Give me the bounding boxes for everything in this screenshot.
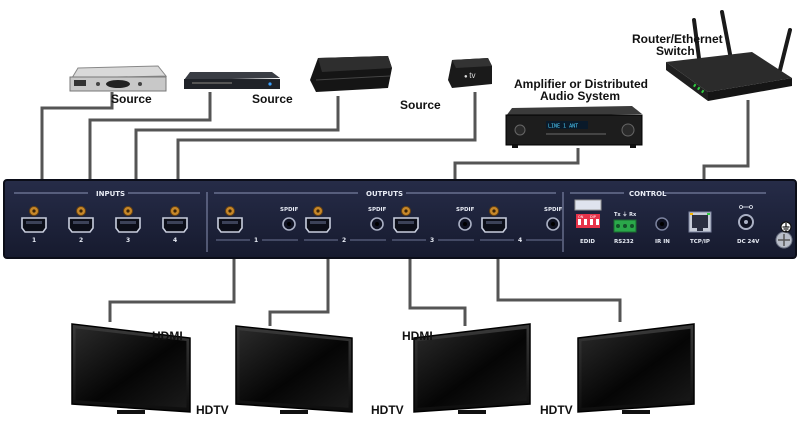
- spdif-jack-1[interactable]: [282, 217, 296, 231]
- ir-in-label: IR IN: [655, 239, 670, 245]
- cable-amplifier: [453, 148, 580, 182]
- amplifier-device: LINE 1 ANT: [505, 106, 643, 148]
- control-section-title: CONTROL: [629, 190, 667, 198]
- spdif-jack-3[interactable]: [458, 217, 472, 231]
- output-hdmi-port-4[interactable]: [481, 206, 507, 233]
- spdif-jack-4[interactable]: [546, 217, 560, 231]
- dc-label: DC 24V: [737, 239, 760, 245]
- spdif-label-4: SPDIF: [544, 207, 563, 213]
- input-hdmi-port-3[interactable]: [115, 206, 141, 233]
- hdtv-label-2: HDTV: [371, 403, 404, 417]
- output-hdmi-port-1[interactable]: [217, 206, 243, 233]
- tcpip-port[interactable]: [688, 211, 712, 233]
- ground-screw-icon: [775, 231, 793, 249]
- input-hdmi-port-4-number: 4: [173, 237, 177, 244]
- cable-output-4: [496, 254, 622, 322]
- hdmi-label-1: HDMI: [152, 329, 183, 343]
- inputs-section-title: INPUTS: [96, 190, 125, 198]
- hdtv-label-1: HDTV: [196, 403, 229, 417]
- hdtv-1: [71, 323, 191, 414]
- input-hdmi-port-2-number: 2: [79, 237, 83, 244]
- source-device-4: ● tv: [448, 58, 492, 88]
- hdtv-4-screen: [581, 328, 691, 408]
- spdif-label-1: SPDIF: [280, 207, 299, 213]
- source-label-1: Source: [111, 92, 152, 106]
- ir-in-jack[interactable]: [655, 217, 669, 231]
- amplifier-label-line1: Amplifier or Distributed: [514, 77, 648, 91]
- router-status-leds: [693, 83, 705, 94]
- apple-tv-logo: ● tv: [464, 71, 476, 80]
- cables: [40, 92, 750, 326]
- hdtv-label-3: HDTV: [540, 403, 573, 417]
- cable-output-3: [408, 254, 467, 326]
- amplifier-display: LINE 1 ANT: [548, 124, 578, 130]
- spdif-label-3: SPDIF: [456, 207, 475, 213]
- cable-source-1: [40, 92, 114, 182]
- output-hdmi-port-2[interactable]: [305, 206, 331, 233]
- cable-source-4: [176, 92, 477, 182]
- tx-rx-label: Tx ⏚ Rx: [614, 211, 637, 218]
- hdtv-3: [413, 323, 531, 414]
- ground-symbol-icon: [780, 221, 792, 233]
- tcpip-label: TCP/IP: [690, 239, 710, 245]
- cable-output-1: [108, 254, 236, 322]
- output-hdmi-port-3[interactable]: [393, 206, 419, 233]
- input-ports: 1 2 3 4: [21, 206, 188, 244]
- edid-dip-switch[interactable]: ON DIP: [574, 199, 602, 228]
- rs232-label: RS232: [614, 239, 634, 245]
- output-hdmi-port-1-number: 1: [254, 237, 258, 244]
- spdif-label-2: SPDIF: [368, 207, 387, 213]
- cable-output-2: [268, 254, 330, 326]
- amplifier-label-line2: Audio System: [540, 89, 620, 103]
- input-hdmi-port-4[interactable]: [162, 206, 188, 233]
- output-hdmi-port-3-number: 3: [430, 237, 434, 244]
- hdtv-displays: [71, 323, 695, 414]
- hdtv-2: [235, 325, 353, 414]
- apple-logo-icon: ●: [464, 74, 469, 80]
- output-ports: 1 SPDIF 2 SPDIF 3 SPDIF 4 SPDIF: [216, 206, 563, 244]
- source-label-3: Source: [400, 98, 441, 112]
- cable-source-3: [134, 96, 340, 182]
- matrix-switch-panel: INPUTS OUTPUTS CONTROL 1 2 3 4 1 SPDIF 2 SPDIF…: [3, 179, 797, 259]
- output-hdmi-port-2-number: 2: [342, 237, 346, 244]
- router-device: [666, 10, 792, 101]
- dc-polarity-icon: [739, 205, 753, 209]
- dip-label: DIP: [590, 215, 596, 219]
- edid-label: EDID: [580, 239, 595, 245]
- input-hdmi-port-1-number: 1: [32, 237, 36, 244]
- source-device-2: [184, 72, 280, 89]
- router-label-line2: Switch: [656, 44, 695, 58]
- input-hdmi-port-2[interactable]: [68, 206, 94, 233]
- input-hdmi-port-1[interactable]: [21, 206, 47, 233]
- source-device-3: [310, 56, 392, 92]
- router-label-line1: Router/Ethernet: [632, 32, 723, 46]
- hdtv-2-screen: [239, 330, 349, 408]
- hdtv-3-screen: [417, 328, 527, 408]
- cable-source-2: [88, 92, 212, 182]
- hdtv-1-screen: [75, 328, 187, 408]
- spdif-jack-2[interactable]: [370, 217, 384, 231]
- hdmi-label-2: HDMI: [402, 329, 433, 343]
- cable-router: [702, 100, 750, 182]
- source-device-1: [69, 65, 168, 92]
- rs232-terminal[interactable]: [613, 219, 637, 233]
- dc-power-jack[interactable]: [738, 205, 754, 230]
- outputs-section-title: OUTPUTS: [366, 190, 403, 198]
- hdtv-4: [577, 323, 695, 414]
- output-hdmi-port-4-number: 4: [518, 237, 522, 244]
- input-hdmi-port-3-number: 3: [126, 237, 130, 244]
- source-label-2: Source: [252, 92, 293, 106]
- dip-on-label: ON: [578, 215, 584, 219]
